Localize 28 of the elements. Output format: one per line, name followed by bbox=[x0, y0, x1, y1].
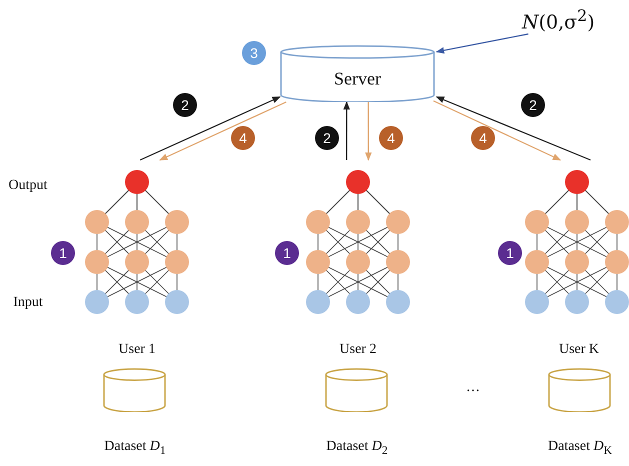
step-number-badge: 2 bbox=[315, 126, 339, 150]
arrow bbox=[433, 100, 562, 161]
dataset-label: Dataset D$_{K}$ bbox=[548, 439, 612, 457]
server-label: Server bbox=[334, 68, 381, 90]
arrow bbox=[140, 96, 281, 161]
user-label: User 2 bbox=[340, 342, 376, 358]
arrow bbox=[343, 101, 350, 160]
ellipsis-label: … bbox=[466, 380, 480, 396]
step-number-badge: 1 bbox=[51, 241, 75, 265]
arrow bbox=[436, 33, 528, 54]
dataset-label: Dataset D$_{2}$ bbox=[326, 439, 388, 457]
noise-formula: N(0,σ$^{2}$) bbox=[522, 6, 627, 38]
step-number-badge: 3 bbox=[242, 41, 266, 65]
layer-label: Output bbox=[8, 178, 48, 194]
arrow bbox=[159, 101, 286, 161]
arrow bbox=[436, 96, 591, 161]
user-label: User K bbox=[558, 342, 600, 358]
step-number-badge: 4 bbox=[231, 126, 255, 150]
step-number-badge: 4 bbox=[379, 126, 403, 150]
arrow bbox=[365, 102, 372, 161]
step-number-badge: 1 bbox=[498, 241, 522, 265]
user-label: User 1 bbox=[118, 342, 156, 358]
step-number-badge: 4 bbox=[471, 126, 495, 150]
dataset-label: Dataset D$_{1}$ bbox=[104, 439, 166, 457]
step-number-badge: 1 bbox=[275, 241, 299, 265]
step-number-badge: 2 bbox=[173, 93, 197, 117]
step-number-badge: 2 bbox=[521, 93, 545, 117]
layer-label: Input bbox=[13, 295, 43, 311]
